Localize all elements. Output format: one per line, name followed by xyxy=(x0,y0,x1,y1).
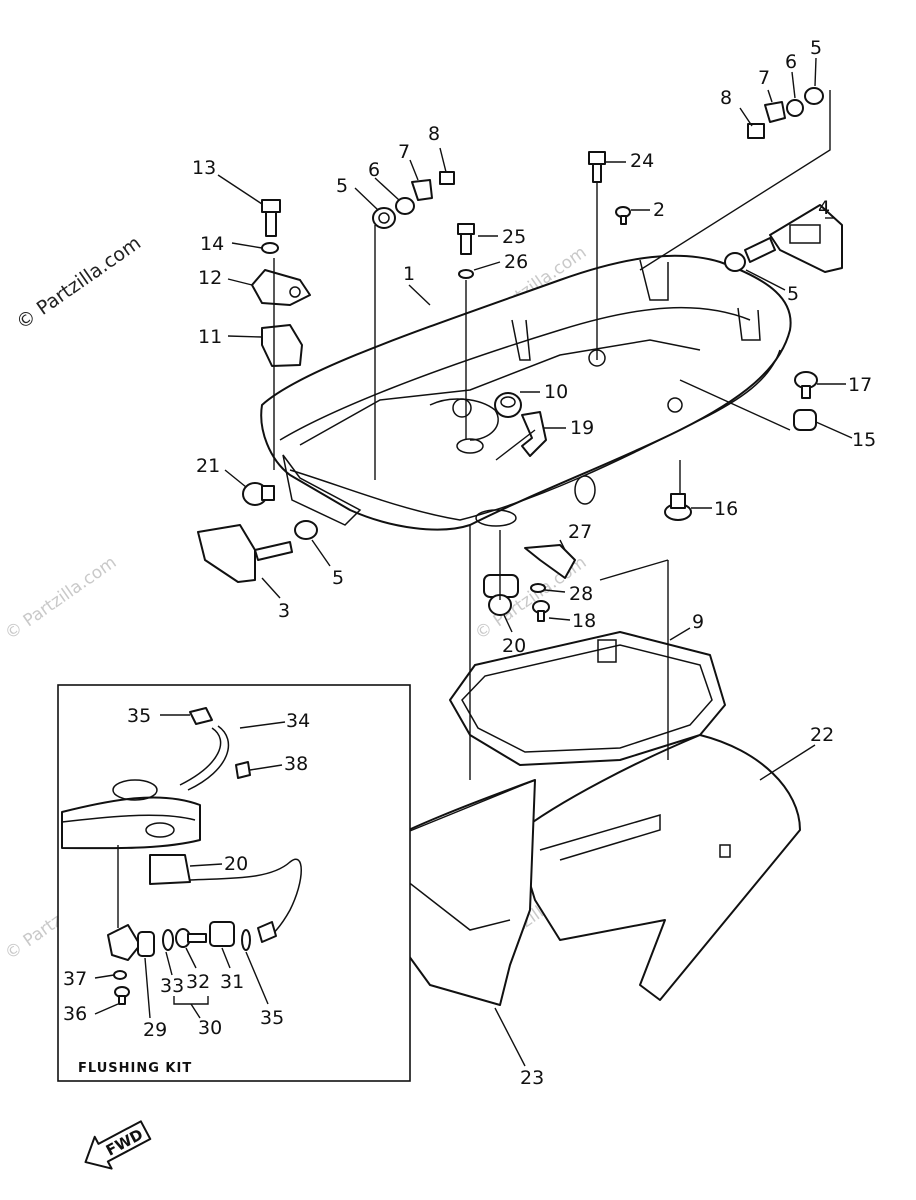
callout-6: 6 xyxy=(368,159,380,181)
callout-36: 36 xyxy=(63,1003,87,1025)
callout-2: 2 xyxy=(653,199,665,221)
bracket-12 xyxy=(251,269,311,306)
callout-10: 10 xyxy=(544,381,568,403)
grommet-5c xyxy=(724,252,746,272)
screw-18 xyxy=(532,600,550,622)
washer-37 xyxy=(113,970,127,980)
bolt-32 xyxy=(175,928,207,948)
grommet-5d xyxy=(294,520,318,540)
bolt-8b xyxy=(747,123,765,139)
callout-7: 7 xyxy=(758,67,770,89)
callout-27: 27 xyxy=(568,521,592,543)
watermark-faint: © Partzilla.com xyxy=(1,552,120,644)
callout-8: 8 xyxy=(428,123,440,145)
callout-25: 25 xyxy=(502,226,526,248)
bracket-frame-9 xyxy=(449,631,726,766)
callout-13: 13 xyxy=(192,157,216,179)
leader-lines xyxy=(217,57,853,1067)
callout-20: 20 xyxy=(224,853,248,875)
callout-32: 32 xyxy=(186,971,210,993)
side-cover-22 xyxy=(514,734,801,1001)
fwd-arrow: FWD xyxy=(84,1120,152,1170)
washer-26 xyxy=(458,269,474,279)
callout-30: 30 xyxy=(198,1017,222,1039)
callout-23: 23 xyxy=(520,1067,544,1089)
clip-27 xyxy=(524,544,576,579)
callout-labels: 13 14 12 11 5 6 7 8 1 25 26 24 2 8 7 6 5… xyxy=(192,37,876,1089)
callout-9: 9 xyxy=(692,611,704,633)
callout-37: 37 xyxy=(63,968,87,990)
callout-35: 35 xyxy=(260,1007,284,1029)
clamp-35a xyxy=(189,707,213,725)
callout-33: 33 xyxy=(160,975,184,997)
clip-38 xyxy=(235,761,251,779)
callout-5: 5 xyxy=(332,567,344,589)
callout-3: 3 xyxy=(278,600,290,622)
callout-16: 16 xyxy=(714,498,738,520)
washer-6a xyxy=(395,197,415,215)
plug-21 xyxy=(242,482,275,506)
grommet-10 xyxy=(494,392,522,418)
damper-11 xyxy=(261,324,303,367)
callout-8: 8 xyxy=(720,87,732,109)
callout-29: 29 xyxy=(143,1019,167,1041)
callout-18: 18 xyxy=(572,610,596,632)
callout-7: 7 xyxy=(398,141,410,163)
callout-24: 24 xyxy=(630,150,654,172)
callout-1: 1 xyxy=(403,263,415,285)
clip-19 xyxy=(521,411,547,457)
plate-7b xyxy=(764,101,786,123)
callout-21: 21 xyxy=(196,455,220,477)
callout-19: 19 xyxy=(570,417,594,439)
bolt-24 xyxy=(588,151,606,183)
grommet-5a xyxy=(372,207,396,229)
lever-3 xyxy=(197,524,293,583)
callout-12: 12 xyxy=(198,267,222,289)
callout-14: 14 xyxy=(200,233,224,255)
washer-6b xyxy=(786,99,804,117)
callout-11: 11 xyxy=(198,326,222,348)
callout-35: 35 xyxy=(127,705,151,727)
callout-5: 5 xyxy=(810,37,822,59)
washer-28 xyxy=(530,583,546,593)
callout-31: 31 xyxy=(220,971,244,993)
bolt-17 xyxy=(794,371,818,399)
lever-4 xyxy=(744,204,843,273)
callout-26: 26 xyxy=(504,251,528,273)
callout-28: 28 xyxy=(569,583,593,605)
callout-34: 34 xyxy=(286,710,310,732)
callout-5: 5 xyxy=(787,283,799,305)
o-ring-33 xyxy=(162,929,174,951)
callout-22: 22 xyxy=(810,724,834,746)
callout-20: 20 xyxy=(502,635,526,657)
hose-joint-35b xyxy=(241,921,277,951)
callout-38: 38 xyxy=(284,753,308,775)
grommet-16 xyxy=(664,493,692,521)
grommet-15 xyxy=(793,409,817,431)
plate-7a xyxy=(411,179,433,201)
callout-6: 6 xyxy=(785,51,797,73)
callout-4: 4 xyxy=(818,197,830,219)
nut-31 xyxy=(209,921,235,947)
callout-15: 15 xyxy=(852,429,876,451)
washer-14 xyxy=(261,242,279,254)
bolt-25 xyxy=(457,223,475,255)
callout-17: 17 xyxy=(848,374,872,396)
bolt-13 xyxy=(261,199,281,237)
grommet-5b xyxy=(804,87,824,105)
watermark-main: © Partzilla.com xyxy=(12,232,145,334)
bolt-8a xyxy=(439,171,455,185)
grommet-20a xyxy=(483,574,519,616)
callout-5: 5 xyxy=(336,175,348,197)
clip-29 xyxy=(107,924,155,961)
screw-36 xyxy=(114,986,130,1005)
screw-2 xyxy=(615,206,631,225)
flushing-kit-title: FLUSHING KIT xyxy=(78,1061,192,1076)
flushing-kit-box: 35 34 38 20 37 36 29 33 32 31 30 35 FLUS… xyxy=(57,684,411,1082)
